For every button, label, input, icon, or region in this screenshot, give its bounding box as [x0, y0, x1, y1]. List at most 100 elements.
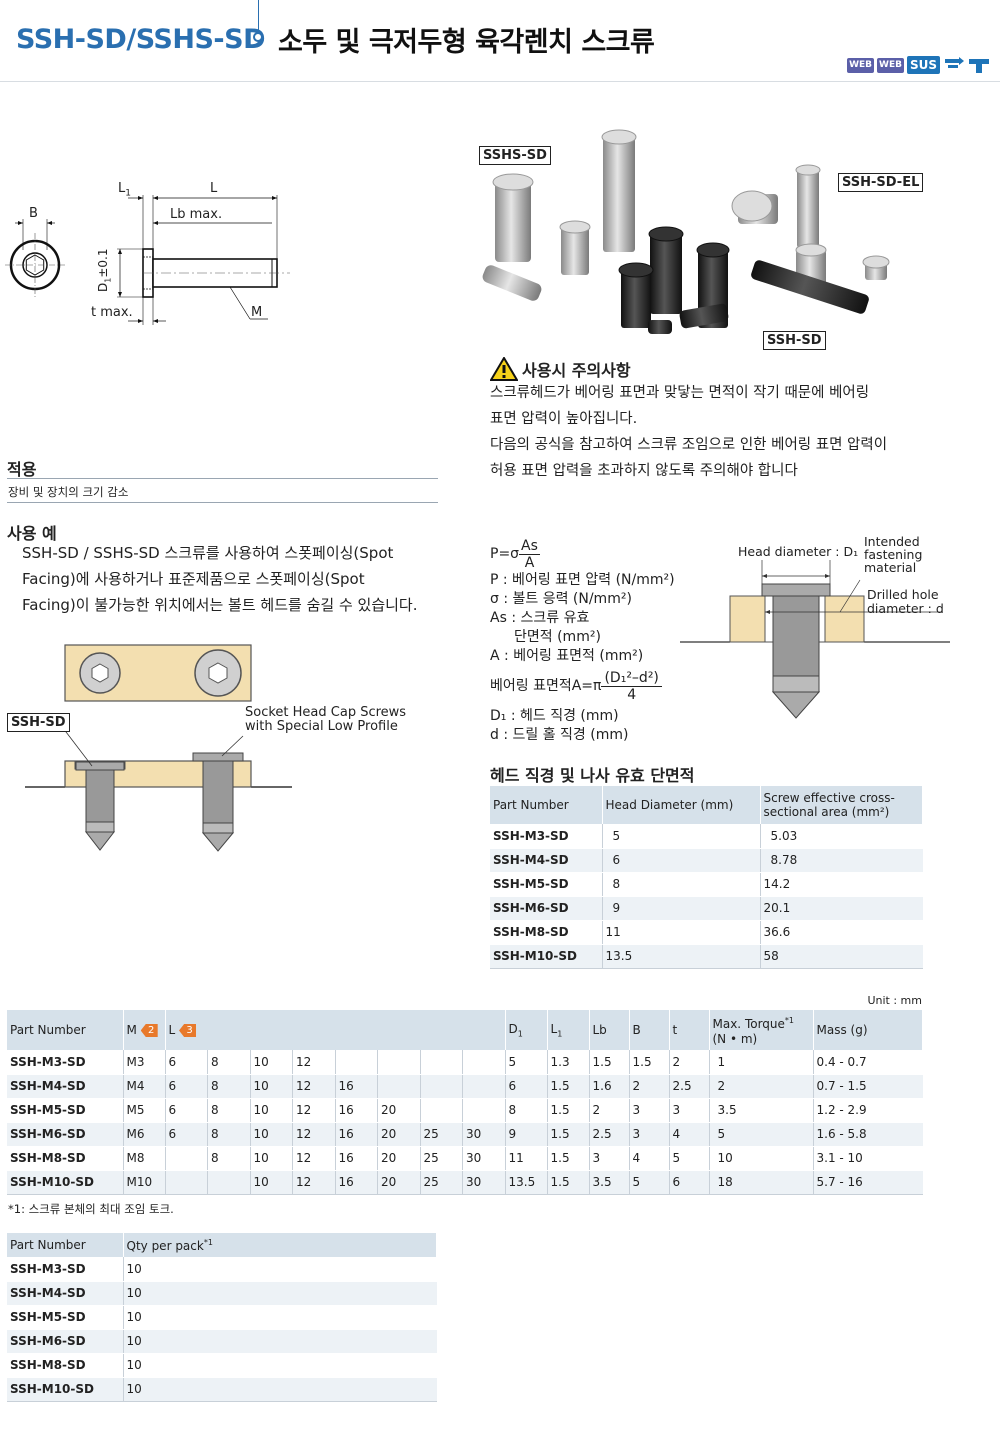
qty-header-text: Qty per pack — [126, 1238, 204, 1253]
cell: 9 — [601, 896, 760, 921]
head-table-header: Part Number — [490, 786, 603, 824]
cell: 8 — [504, 1098, 547, 1123]
cell: 5 — [504, 1050, 547, 1075]
dim-l1-label: L1 — [118, 181, 131, 199]
head-diameter-table: Part Number Head Diameter (mm) Screw eff… — [490, 786, 923, 969]
cell: SSH-M4-SD — [490, 848, 602, 873]
cell: 2 — [588, 1098, 629, 1123]
cell: 8.78 — [759, 848, 923, 873]
formula-def-a: A : 베어링 표면적 (mm²) — [490, 648, 644, 664]
product-code: SSH-SD/SSHS-SD — [16, 24, 266, 55]
badge-group: WEB WEB SUS — [847, 56, 990, 74]
spec-header-l1-text: L — [550, 1021, 558, 1036]
dim-d1-text: D — [96, 282, 110, 292]
cell: 3 — [588, 1146, 629, 1171]
cell: SSH-M5-SD — [490, 872, 602, 897]
low-profile-icon — [969, 59, 989, 73]
head-table-header: Screw effective cross-sectional area (mm… — [760, 786, 923, 824]
cell: 8 — [207, 1098, 250, 1123]
cell: 25 — [419, 1146, 463, 1171]
dim-lb-label: Lb max. — [170, 207, 223, 222]
cell: 5 — [601, 824, 760, 849]
cell: SSH-M10-SD — [7, 1377, 123, 1402]
spec-header-d1: D1 — [505, 1010, 548, 1050]
cell: 1.2 - 2.9 — [812, 1098, 923, 1123]
cell: M5 — [122, 1098, 165, 1123]
warning-icon — [490, 357, 518, 381]
cell: SSH-M5-SD — [7, 1098, 123, 1123]
intended-line: fastening — [864, 547, 923, 562]
head-table-header: Head Diameter (mm) — [602, 786, 761, 824]
caution-line: 스크류헤드가 베어링 표면과 맞닿는 면적이 작기 때문에 베어링 — [490, 385, 870, 401]
cell: 10 — [122, 1329, 437, 1354]
torque-unit: (N • m) — [712, 1032, 758, 1046]
cell: SSH-M4-SD — [7, 1281, 123, 1306]
web-badge: WEB — [847, 57, 875, 73]
formula-def-as-cont: 단면적 (mm²) — [514, 629, 601, 645]
cell: SSH-M6-SD — [7, 1122, 123, 1147]
cell: SSH-M4-SD — [7, 1074, 123, 1099]
cell: 20.1 — [759, 896, 923, 921]
cell: 18 — [708, 1170, 813, 1195]
qty-header-qty: Qty per pack*1 — [123, 1233, 437, 1257]
dim-m-label: M — [251, 305, 263, 320]
cell: 5 — [628, 1170, 669, 1195]
caution-line: 허용 표면 압력을 초과하지 않도록 주의해야 합니다 — [490, 463, 798, 479]
cell: 3 — [628, 1098, 669, 1123]
diagram-intended: Intended fastening material — [864, 535, 922, 574]
cell: 10 — [249, 1170, 293, 1195]
cell: M10 — [122, 1170, 165, 1195]
cell: SSH-M8-SD — [7, 1353, 123, 1378]
cell: SSH-M3-SD — [490, 824, 602, 849]
cell: 30 — [462, 1122, 505, 1147]
cell: 0.7 - 1.5 — [812, 1074, 923, 1099]
diagram-drilled: Drilled hole diameter : d — [867, 588, 944, 616]
cell: 3.1 - 10 — [812, 1146, 923, 1171]
cell: 6 — [164, 1122, 208, 1147]
cell: SSH-M5-SD — [7, 1305, 123, 1330]
head-table-title: 헤드 직경 및 나사 유효 단면적 — [490, 766, 695, 785]
cell: 30 — [462, 1146, 505, 1171]
cell: 8 — [207, 1050, 250, 1075]
caution-line: 표면 압력이 높아집니다. — [490, 411, 638, 427]
cell: M4 — [122, 1074, 165, 1099]
spec-footnote: *1: 스크류 본체의 최대 조임 토크. — [8, 1202, 174, 1216]
cell: 1 — [708, 1050, 813, 1075]
cell — [164, 1146, 208, 1171]
formula-def-p: P : 베어링 표면 압력 (N/mm²) — [490, 572, 675, 588]
unit-label: Unit : mm — [867, 994, 922, 1007]
cell: SSH-M6-SD — [7, 1329, 123, 1354]
cell: SSH-M10-SD — [7, 1170, 123, 1195]
photo-label-ssh: SSH-SD — [763, 331, 826, 350]
cell: 6 — [164, 1050, 208, 1075]
cell — [462, 1074, 505, 1099]
cell: 14.2 — [759, 872, 923, 897]
cell: 1.5 — [546, 1146, 589, 1171]
cell: 10 — [249, 1098, 293, 1123]
cell: 1.5 — [546, 1122, 589, 1147]
cell: 1.5 — [546, 1170, 589, 1195]
cell: 20 — [377, 1146, 420, 1171]
length-tag-icon: 3 — [179, 1024, 197, 1037]
cell: 10 — [249, 1146, 293, 1171]
cell: 10 — [122, 1281, 437, 1306]
formula-def-d: d : 드릴 홀 직경 (mm) — [490, 727, 629, 743]
cell: 2.5 — [588, 1122, 629, 1147]
cell: 2 — [628, 1074, 669, 1099]
formula-p-den: A — [524, 555, 535, 571]
cell: 8 — [601, 872, 760, 897]
dim-b-label: B — [29, 206, 38, 221]
cell: 10 — [122, 1257, 437, 1282]
technical-drawing — [5, 195, 290, 325]
spec-header-t: t — [669, 1010, 710, 1050]
cell: 2.5 — [668, 1074, 709, 1099]
formula-p-num: As — [519, 538, 540, 555]
